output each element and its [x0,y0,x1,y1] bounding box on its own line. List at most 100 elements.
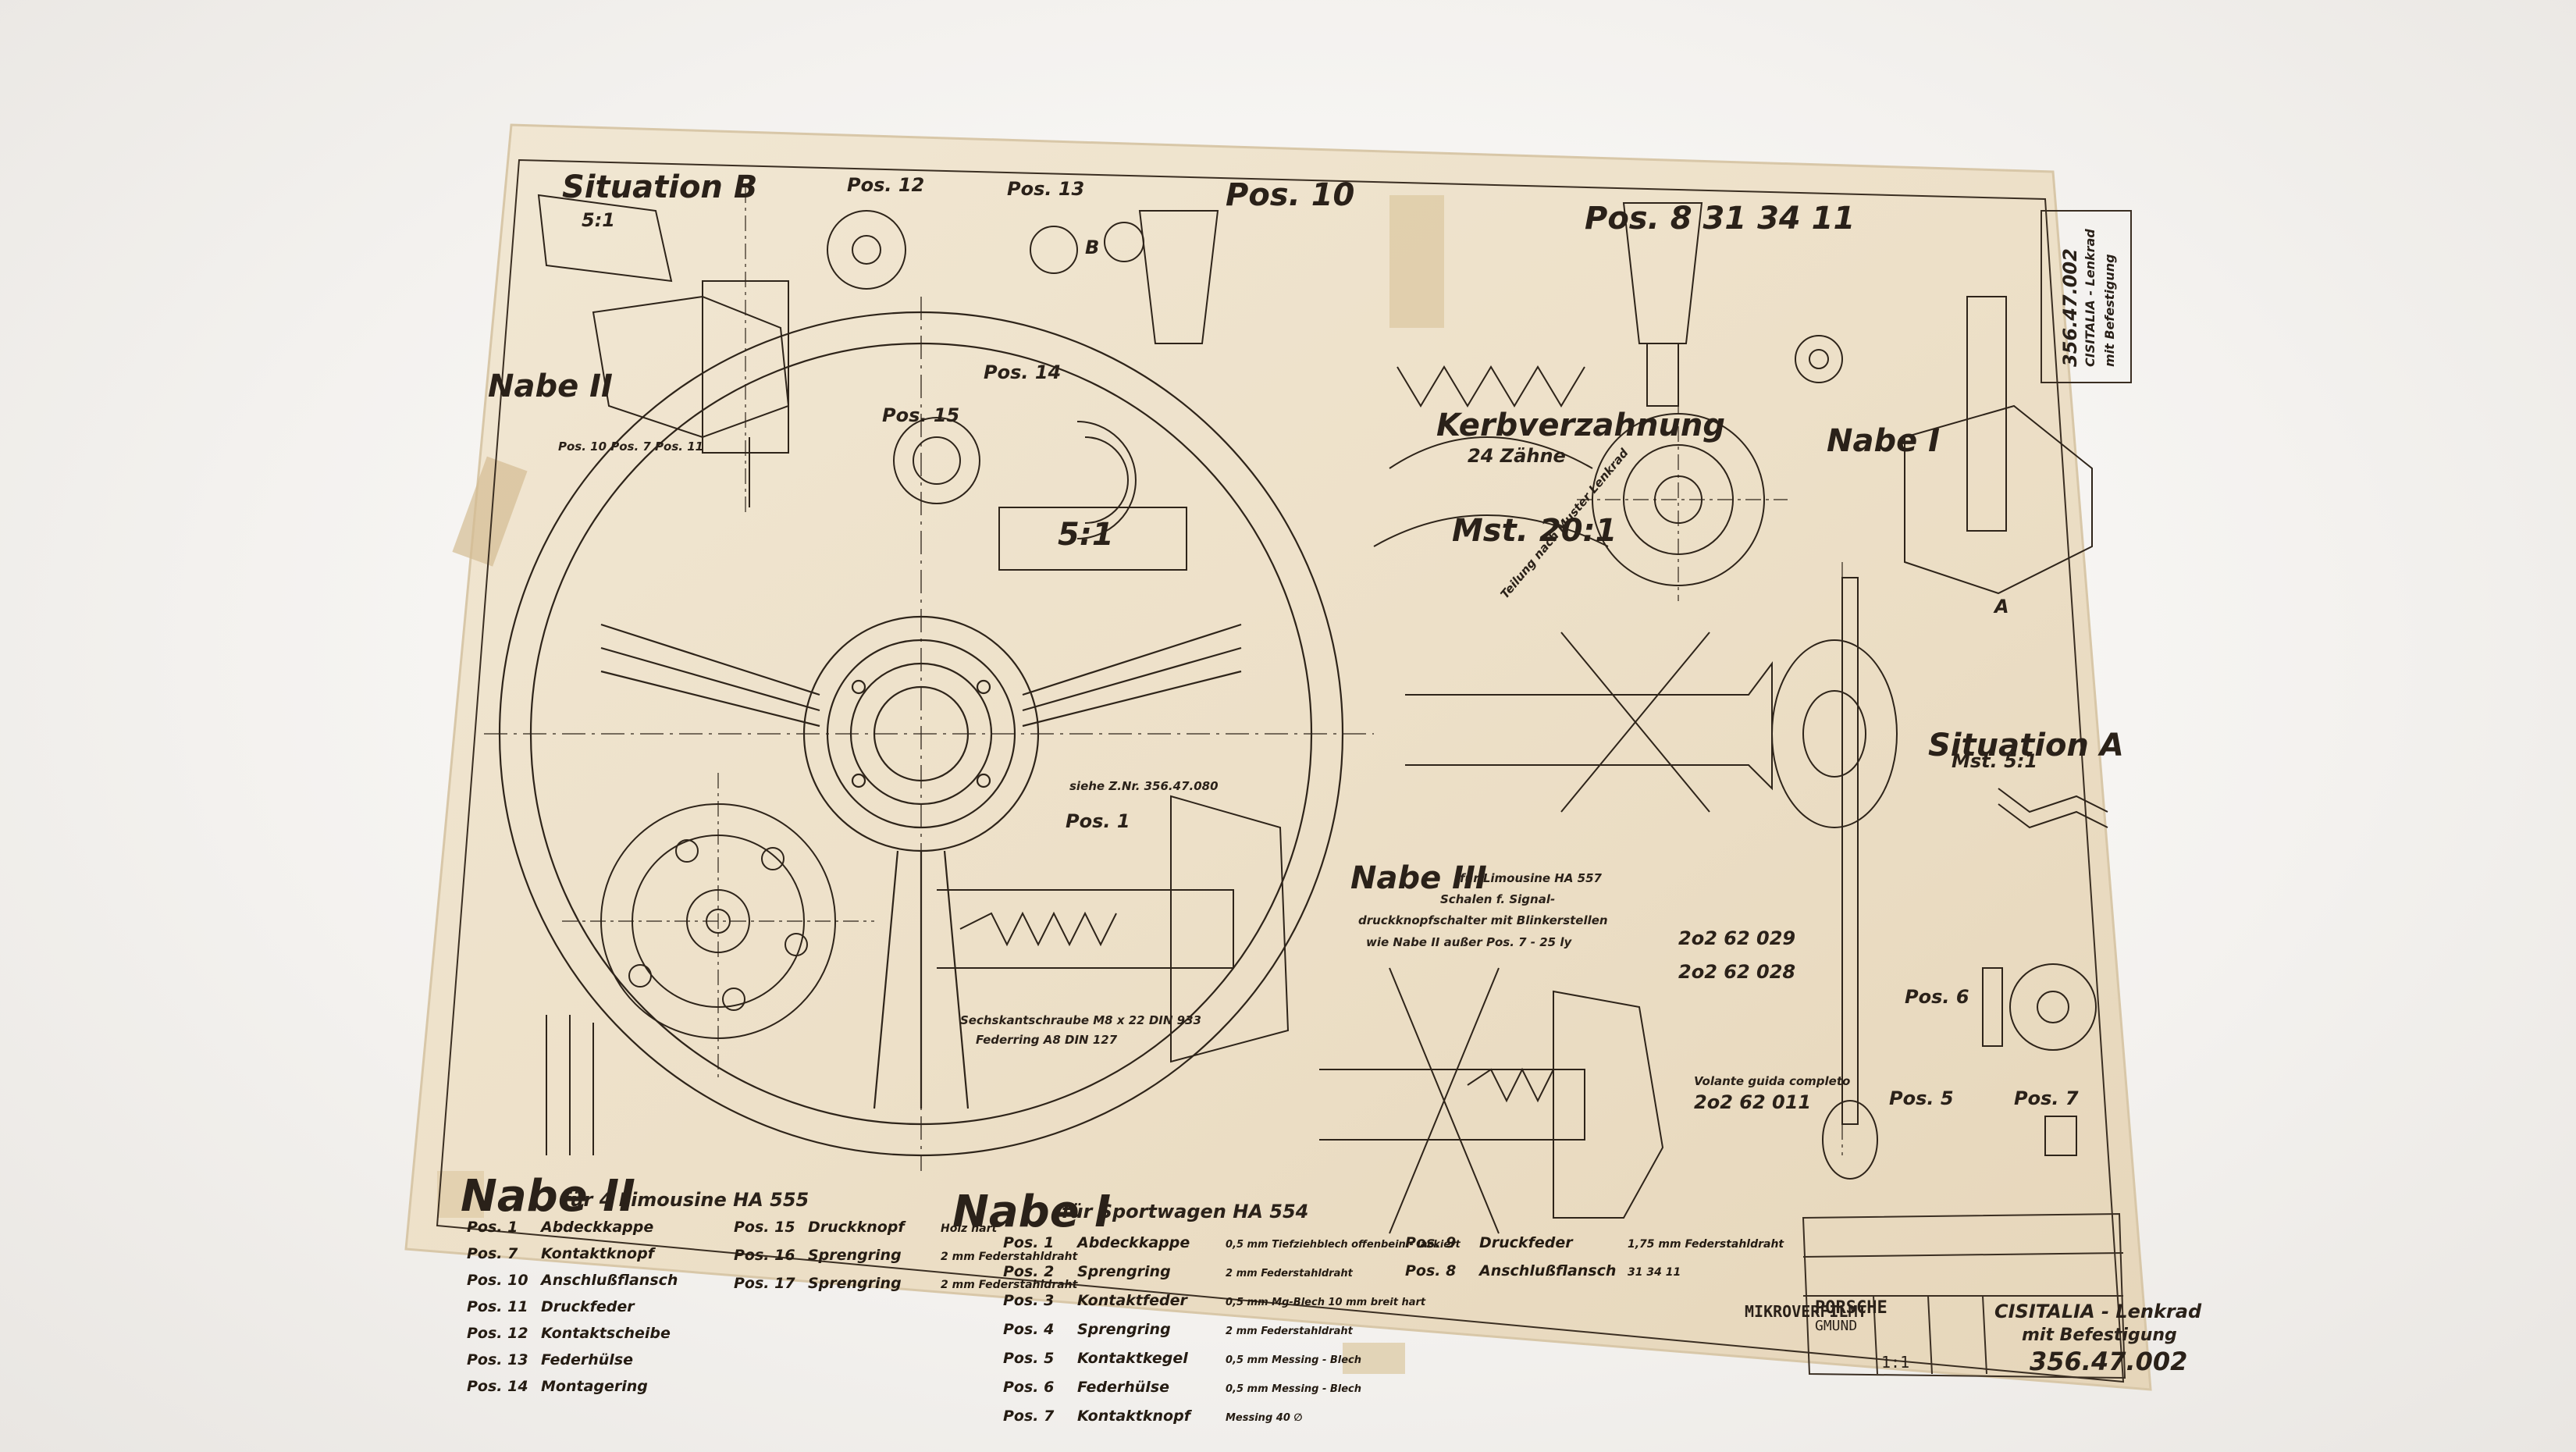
parts-row-name: Druckfeder [541,1298,635,1315]
tape-mark [437,1171,484,1218]
part-number-029: 2o2 62 029 [1678,927,1796,949]
parts-row-name: Druckfeder [1479,1234,1573,1251]
parts-row-name: Kontaktkegel [1077,1350,1188,1367]
nabe-3-note-2: Schalen f. Signal- [1440,892,1556,906]
parts-list-row: Pos. 10Anschlußflansch31 34 11 [467,1267,720,1294]
parts-row-name: Anschlußflansch [1479,1262,1617,1279]
parts-row-spec: 0,5 mm Messing - Blech [1226,1354,1362,1366]
situation-a-detail [1982,788,2108,1156]
parts-row-name: Druckknopf [808,1219,905,1236]
part-number-028: 2o2 62 028 [1678,961,1796,983]
side-title-number: 356.47.002 [2059,248,2081,367]
parts-row-name: Sprengring [1077,1321,1171,1338]
parts-row-pos: Pos. 9 [1405,1234,1457,1251]
parts-row-pos: Pos. 5 [1003,1350,1055,1367]
title-number: 356.47.002 [2030,1347,2188,1376]
pos-1-callout: Pos. 1 [1066,810,1130,832]
parts-list-row: Pos. 16 Sprengring 2 mm Federstahldraht [734,1242,1077,1270]
label-b: B [1085,237,1100,258]
lower-center-section [937,795,1664,1234]
central-section-view [1405,562,1898,1180]
parts-row-pos: Pos. 11 [467,1298,528,1315]
parts-row-name: Sprengring [808,1247,902,1264]
situation-b-label: Situation B [562,169,758,205]
parts-row-pos: Pos. 14 [467,1378,528,1395]
steering-wheel-view [484,297,1374,1171]
parts-list-left-heading: Nabe II [461,1171,635,1222]
parts-list-left-note: für 4 Limousine HA 555 [562,1189,809,1211]
parts-row-spec: 0,5 mm Tiefziehblech offenbein - lackier… [1226,1239,1461,1251]
pos-12-callout: Pos. 12 [847,174,925,196]
paper-sheet [404,123,2152,1391]
side-title-block [2041,210,2132,383]
parts-row-pos: Pos. 16 [734,1247,795,1264]
parts-list-row: Pos. 1AbdeckkappeTiefziehblech offenbein… [467,1214,720,1240]
pos-6-callout: Pos. 6 [1905,986,1969,1008]
parts-row-spec: 2 mm Federstahldraht [941,1251,1078,1263]
situation-a-label: Situation A [1928,728,2124,763]
sechskant-note: Sechskantschraube M8 x 22 DIN 933 [960,1013,1201,1027]
label-a: A [1994,596,2009,617]
parts-list-row: Pos. 13Federhülse1 mm x 0,5 mm Mg-Blech [467,1347,720,1373]
nabe-2-label: Nabe II [488,368,613,404]
title-location: GMUND [1815,1318,1858,1334]
nabe-1-top-label: Nabe I [1827,423,1941,459]
pos-8-callout: Pos. 8 31 34 11 [1585,201,1856,237]
parts-row-name: Kontaktfeder [1077,1292,1187,1309]
part-number-011: 2o2 62 011 [1694,1091,1812,1113]
pos-13-callout: Pos. 13 [1007,178,1085,200]
nabe-1-hub-view [1577,296,2093,601]
parts-row-pos: Pos. 12 [467,1325,528,1342]
parts-row-pos: Pos. 8 [1405,1262,1457,1279]
parts-list-left: Pos. 1AbdeckkappeTiefziehblech offenbein… [467,1214,720,1400]
parts-row-pos: Pos. 3 [1003,1292,1055,1309]
parts-row-name: Montagering [541,1378,648,1395]
parts-row-pos: Pos. 7 [1003,1408,1055,1425]
drawing-border [436,158,2125,1383]
parts-row-name: Kontaktknopf [541,1245,654,1262]
parts-row-pos: Pos. 1 [1003,1234,1055,1251]
parts-row-spec: 2 mm Federstahldraht [1226,1326,1353,1337]
title-main: CISITALIA - Lenkrad [1994,1301,2202,1322]
kerbverzahnung-detail [1373,202,1703,547]
parts-row-name: Kontaktknopf [1077,1408,1190,1425]
parts-row-spec: 31 34 11 [1628,1266,1681,1279]
title-company: PORSCHE [1815,1298,1888,1318]
parts-list-row: Pos. 14MontageringMessing 50 ∅ [467,1373,720,1400]
parts-row-name: Kontaktscheibe [541,1325,671,1342]
situation-b-scale: 5:1 [582,209,615,231]
tape-mark [1343,1343,1405,1374]
parts-row-pos: Pos. 13 [467,1351,528,1368]
nabe-3-note-3: druckknopfschalter mit Blinkerstellen [1358,913,1608,927]
parts-list-row: Pos. 12Kontaktscheibe0,5 mm Mg-Blech [467,1320,720,1347]
parts-row-pos: Pos. 17 [734,1275,795,1292]
pos-10-callout: Pos. 10 Pos. 7 Pos. 11 [558,440,704,454]
mikroverfilmt-stamp: MIKROVERFILMT [1745,1302,1867,1321]
parts-list-row: Pos. 11Druckfeder1,25 mm Federstahldraht [467,1294,720,1320]
nabe-3-note-4: wie Nabe II außer Pos. 7 - 25 ly [1366,935,1572,949]
pos-5-callout: Pos. 5 [1889,1087,1954,1109]
parts-row-pos: Pos. 2 [1003,1263,1055,1280]
pos-14-callout: Pos. 14 [984,361,1062,383]
kerbverzahnung-label: Kerbverzahnung [1436,407,1726,443]
title-scale: 1:1 [1881,1353,1910,1372]
nabe-3-note-1: für Limousine HA 557 [1460,871,1602,885]
parts-row-name: Sprengring [808,1275,902,1292]
parts-list-right-heading: Nabe I [952,1187,1112,1237]
title-subtitle: mit Befestigung [2022,1326,2177,1345]
siehe-znr-note: siehe Z.Nr. 356.47.080 [1069,779,1219,793]
side-title-subtitle: mit Befestigung [2102,254,2117,367]
nabe-3-label: Nabe III [1350,860,1487,896]
